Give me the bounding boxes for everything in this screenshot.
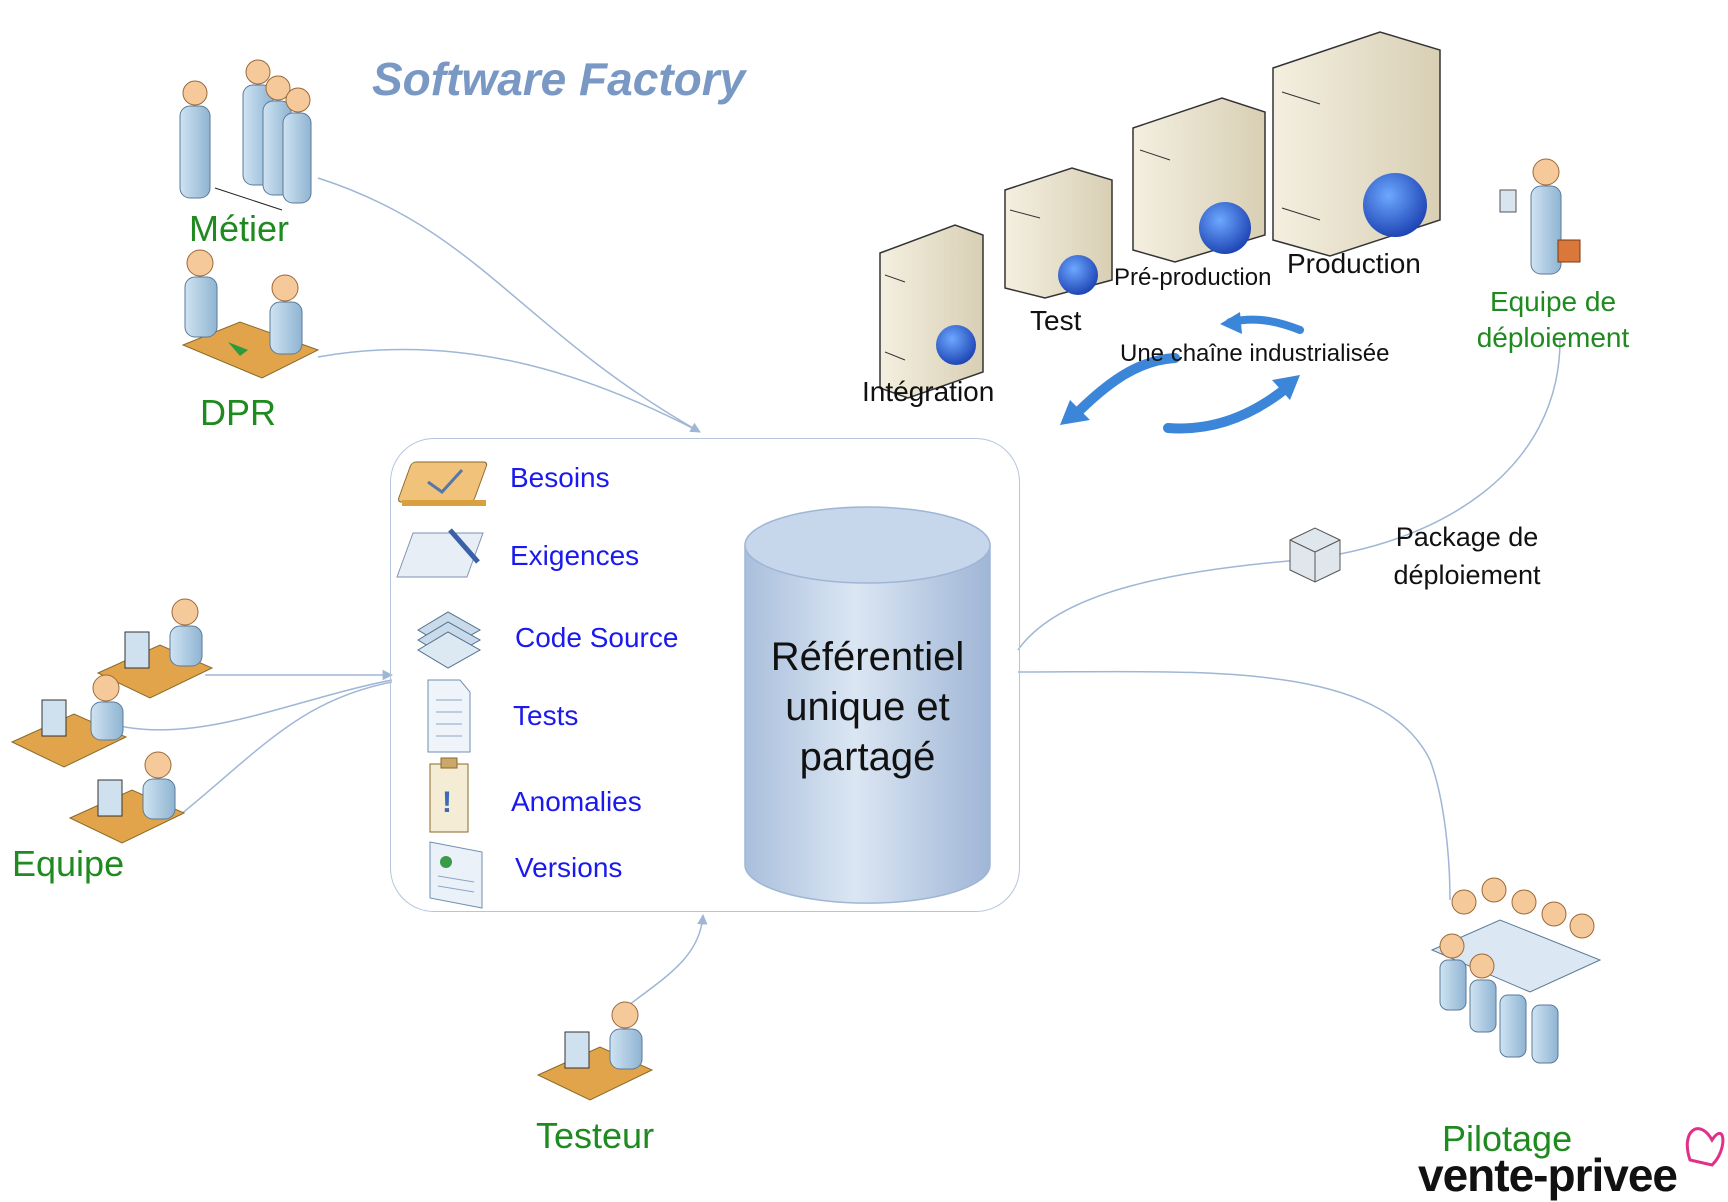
- deploiement-person-icon: [1499, 158, 1581, 275]
- item-besoins: Besoins: [510, 462, 610, 493]
- dpr-meeting-icon: [181, 249, 320, 379]
- connector-testeur: [619, 913, 708, 1013]
- testeur-workstation-icon: [536, 1001, 654, 1101]
- equipe-workstation-icon: [68, 751, 186, 844]
- equipe-deploiement-line-1: Equipe de: [1489, 286, 1617, 317]
- repository-line-1: Référentiel: [770, 635, 965, 679]
- pilotage-meeting-icon: [1430, 877, 1602, 1064]
- item-tests: Tests: [513, 700, 579, 731]
- item-anomalies: Anomalies: [511, 786, 642, 817]
- repository-cylinder: [744, 506, 991, 904]
- repository-panel: [390, 438, 1020, 912]
- package-line-2: déploiement: [1393, 560, 1541, 590]
- preproduction-label: Pré-production: [1114, 264, 1272, 291]
- svg-text:!: !: [442, 786, 452, 819]
- test-server-icon: [1004, 167, 1113, 299]
- brand-logo: vente-privee: [1418, 1149, 1678, 1201]
- metier-people-icon: [179, 59, 312, 211]
- equipe-workstation-icon: [96, 598, 214, 699]
- stacked-layers-icon: [417, 611, 482, 669]
- package-label: Package de déploiement: [1382, 518, 1552, 594]
- production-server-icon: [1272, 31, 1441, 257]
- repository-line-2: unique et: [785, 685, 950, 729]
- cycle-arrows-icon: [1060, 312, 1304, 434]
- package-line-1: Package de: [1395, 522, 1539, 552]
- item-versions: Versions: [515, 852, 623, 883]
- page-title: Software Factory: [372, 53, 746, 105]
- package-box-icon: [1289, 527, 1341, 583]
- metier-label: Métier: [189, 208, 290, 249]
- pilotage-label: Pilotage: [1442, 1118, 1573, 1159]
- browser-window-icon: [429, 841, 483, 909]
- item-code-source: Code Source: [515, 622, 679, 653]
- chain-label: Une chaîne industrialisée: [1120, 340, 1390, 367]
- connector-dpr: [317, 348, 701, 433]
- preproduction-server-icon: [1132, 97, 1266, 263]
- pen-writing-icon: [396, 528, 484, 578]
- production-label: Production: [1287, 248, 1421, 279]
- clipboard-alert-icon: !: [429, 757, 469, 833]
- integration-server-icon: [879, 224, 984, 399]
- equipe-deploiement-line-2: déploiement: [1476, 322, 1630, 353]
- dpr-label: DPR: [200, 392, 277, 433]
- connector-metier: [317, 177, 701, 433]
- integration-label: Intégration: [862, 376, 995, 407]
- equipe-label: Equipe: [12, 843, 125, 884]
- document-icon: [427, 679, 471, 753]
- butterfly-logo-icon: [1685, 1127, 1725, 1167]
- repository-center-label: Référentiel unique et partagé: [745, 632, 990, 782]
- connector-pilotage: [1017, 670, 1451, 901]
- connector-equipe-3: [179, 681, 393, 816]
- equipe-deploiement-label: Equipe de déploiement: [1468, 284, 1638, 356]
- test-label: Test: [1030, 305, 1082, 336]
- item-exigences: Exigences: [510, 540, 640, 571]
- connector-equipe-2: [114, 679, 393, 731]
- repository-line-3: partagé: [799, 735, 936, 779]
- testeur-label: Testeur: [536, 1115, 655, 1156]
- equipe-workstation-icon: [10, 674, 128, 768]
